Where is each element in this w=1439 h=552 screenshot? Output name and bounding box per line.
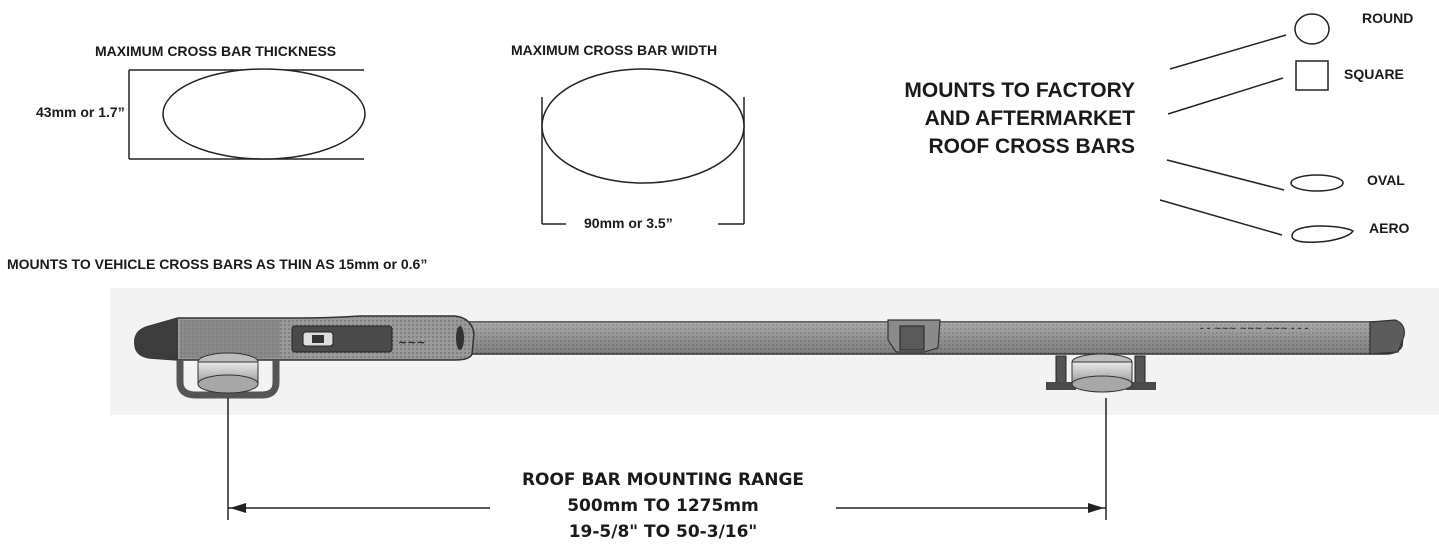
factory-mount-line-1: MOUNTS TO FACTORY: [904, 79, 1135, 102]
factory-mount-line-2: AND AFTERMARKET: [924, 107, 1135, 130]
width-diagram: [541, 68, 745, 225]
aero-crossbar-icon: [1291, 225, 1355, 243]
thickness-bar-outline: [162, 68, 366, 160]
shape-label-square: SQUARE: [1344, 66, 1404, 82]
mounting-range-text: ROOF BAR MOUNTING RANGE 500mm TO 1275mm …: [468, 467, 858, 545]
width-value: 90mm or 3.5”: [584, 215, 673, 231]
mounting-range-title: ROOF BAR MOUNTING RANGE: [521, 470, 805, 490]
crossbar-illustration: ~~~ - - ~~~ ~~~ ~~~ - - -: [134, 315, 1405, 399]
left-roof-clamp: [176, 352, 280, 399]
oval-crossbar-icon: [1290, 174, 1344, 192]
width-bar-outline: [541, 68, 745, 184]
thickness-title: MAXIMUM CROSS BAR THICKNESS: [95, 43, 337, 59]
brand-mark-right: - - ~~~ ~~~ ~~~ - - -: [1200, 324, 1309, 334]
thickness-value: 43mm or 1.7”: [36, 104, 125, 120]
shape-label-round: ROUND: [1362, 10, 1414, 26]
right-arrowhead: [1088, 503, 1104, 513]
shape-label-oval: OVAL: [1367, 172, 1405, 188]
factory-mount-text: MOUNTS TO FACTORY AND AFTERMARKET ROOF C…: [904, 77, 1135, 161]
thin-bar-note: MOUNTS TO VEHICLE CROSS BARS AS THIN AS …: [7, 256, 428, 272]
width-title: MAXIMUM CROSS BAR WIDTH: [511, 42, 718, 58]
right-end-cap: [1369, 319, 1405, 355]
shape-label-aero: AERO: [1369, 220, 1410, 236]
mounting-range-dimension: [227, 398, 1107, 520]
mounting-range-imperial: 19-5/8" TO 50-3/16": [568, 522, 758, 542]
factory-mount-line-3: ROOF CROSS BARS: [928, 135, 1135, 158]
square-crossbar-icon: [1295, 60, 1329, 91]
thickness-diagram: [128, 68, 366, 160]
shape-leader-lines: [1159, 34, 1287, 236]
round-crossbar-icon: [1294, 13, 1330, 45]
left-arrowhead: [230, 503, 246, 513]
mounting-range-metric: 500mm TO 1275mm: [567, 496, 759, 516]
right-roof-clamp: [1046, 353, 1156, 393]
brand-mark-left: ~~~: [398, 336, 426, 349]
